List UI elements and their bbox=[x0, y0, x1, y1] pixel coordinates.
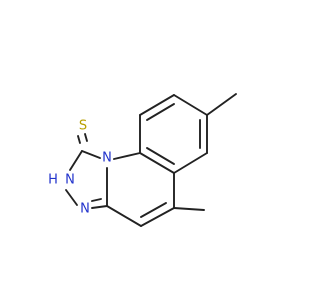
bond-methyl-2 bbox=[173, 207, 205, 211]
bond-c5-c4 bbox=[140, 207, 175, 227]
sulfur-label: S bbox=[79, 119, 87, 134]
nitrogen-label-nh: N bbox=[65, 173, 75, 188]
bond-c7-c8-inner bbox=[146, 103, 175, 121]
nitrogen-atom-bridgehead: N bbox=[102, 151, 112, 166]
bond-n-c6a bbox=[113, 152, 141, 160]
structure-canvas: S H N N N bbox=[48, 93, 237, 227]
bond-methyl-1 bbox=[206, 93, 237, 116]
nitrogen-label-bridgehead: N bbox=[102, 151, 112, 166]
atom-layer: S H N N N bbox=[48, 119, 112, 217]
bond-c4-c3a bbox=[106, 205, 142, 227]
bond-c5-c4-inner bbox=[140, 202, 167, 218]
bond-layer bbox=[65, 93, 237, 227]
bond-n-c3a-inner bbox=[91, 198, 102, 202]
bond-c11-c6a bbox=[139, 152, 175, 174]
bond-c8-c9 bbox=[173, 94, 208, 116]
bond-c11-c6a-inner bbox=[146, 147, 175, 165]
bond-c1-s-a bbox=[77, 135, 81, 144]
bond-c7-c8 bbox=[139, 94, 175, 116]
hydrogen-label: H bbox=[48, 173, 58, 188]
bond-c1-s-b bbox=[84, 133, 88, 142]
nitrogen-atom-triazole: N bbox=[80, 202, 90, 217]
bond-c1-nh bbox=[69, 150, 83, 171]
nh-atom: H N bbox=[48, 173, 75, 188]
sulfur-atom: S bbox=[79, 119, 87, 134]
bond-n-c1 bbox=[81, 150, 101, 159]
bond-c10-c11 bbox=[173, 152, 208, 174]
bond-nh-n bbox=[65, 189, 78, 206]
nitrogen-label-triazole: N bbox=[80, 202, 90, 217]
molecule-structure: S H N N N bbox=[48, 93, 237, 227]
bond-n-c3a bbox=[91, 205, 108, 209]
